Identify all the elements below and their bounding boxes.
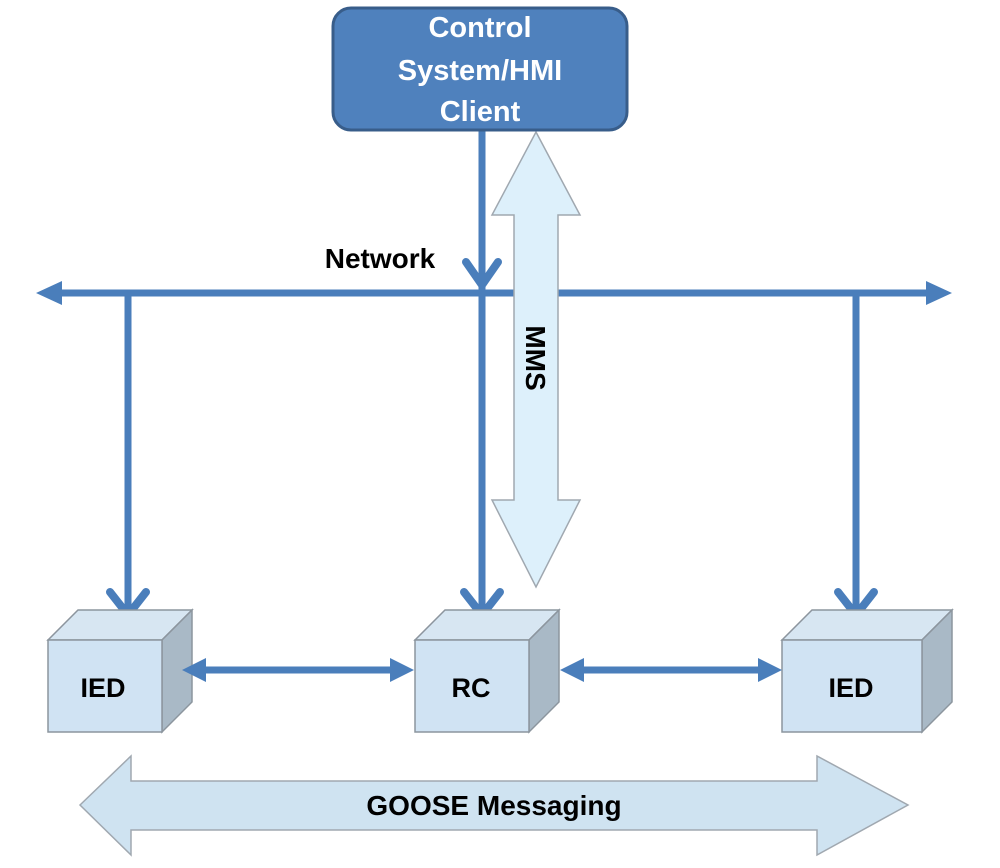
client-line-3: Client [440, 96, 521, 128]
goose-label: GOOSE Messaging [366, 790, 621, 821]
node-rc: RC [413, 608, 561, 734]
node-ied-left: IED [46, 608, 194, 734]
drop-left [106, 293, 150, 619]
link-rc-ied [560, 658, 782, 682]
mms-arrow: MMS [490, 130, 582, 589]
network-right-arrowhead [926, 281, 952, 305]
client-line-1: Control [428, 12, 531, 44]
node-label: RC [452, 673, 491, 703]
mms-label: MMS [520, 325, 551, 390]
link-ied-rc [182, 658, 414, 682]
drop-center [460, 130, 504, 619]
client-line-2: System/HMI [398, 55, 562, 87]
network-label: Network [325, 243, 436, 274]
network-left-arrowhead [36, 281, 62, 305]
client-box: Control System/HMI Client [331, 6, 629, 132]
drop-right [834, 293, 878, 619]
node-label: IED [828, 673, 873, 703]
network-bus [36, 281, 952, 305]
goose-arrow: GOOSE Messaging [78, 754, 910, 857]
node-ied-right: IED [780, 608, 954, 734]
node-label: IED [80, 673, 125, 703]
